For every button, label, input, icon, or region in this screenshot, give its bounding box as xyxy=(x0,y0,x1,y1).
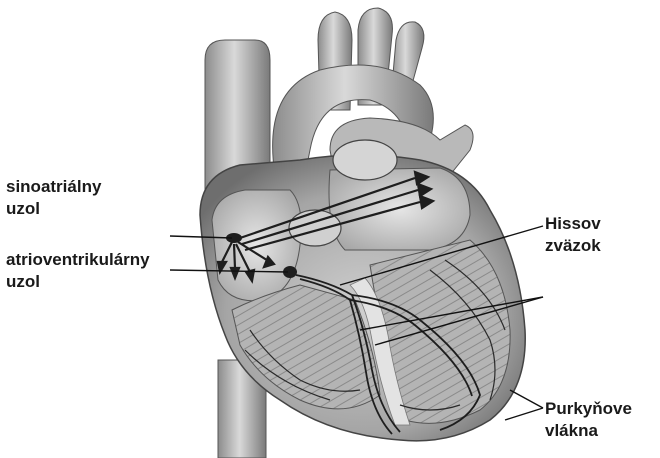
av-node-label-line2: uzol xyxy=(6,271,150,293)
sa-node-label-line2: uzol xyxy=(6,198,101,220)
left-atrium xyxy=(329,168,470,250)
his-bundle-label-line2: zväzok xyxy=(545,235,601,257)
av-node-label-line1: atrioventrikulárny xyxy=(6,249,150,271)
pulmonary-valve xyxy=(333,140,397,180)
sa-node-label-line1: sinoatriálny xyxy=(6,176,101,198)
his-bundle-label: Hissov zväzok xyxy=(545,213,601,257)
purkinje-label-line1: Purkyňove xyxy=(545,398,632,420)
av-node-label: atrioventrikulárny uzol xyxy=(6,249,150,293)
purkinje-label: Purkyňove vlákna xyxy=(545,398,632,442)
purkinje-label-line2: vlákna xyxy=(545,420,632,442)
sa-node-label: sinoatriálny uzol xyxy=(6,176,101,220)
his-bundle-label-line1: Hissov xyxy=(545,213,601,235)
